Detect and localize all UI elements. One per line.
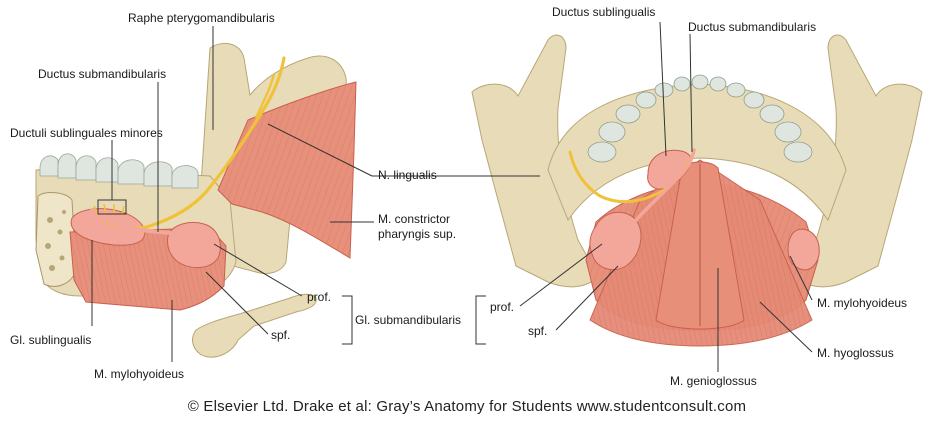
gl-submandibularis-right-view-right <box>787 228 820 271</box>
label-pharyngis-sup: pharyngis sup. <box>378 227 457 241</box>
bracket-left <box>342 295 353 345</box>
left-mandible-view <box>35 42 357 358</box>
label-spf-right: spf. <box>528 324 548 338</box>
n-lingualis-left-branch <box>254 73 276 119</box>
trabecular-bone <box>45 210 66 271</box>
copyright-credit: © Elsevier Ltd. Drake et al: Gray’s Anat… <box>187 398 747 415</box>
leader-spf-left <box>205 271 269 335</box>
label-prof-left: prof. <box>307 290 332 304</box>
label-m-constrictor: M. constrictor <box>378 212 451 226</box>
label-ductus-sublingualis: Ductus sublingualis <box>552 5 656 19</box>
hyoid-bone <box>192 293 317 358</box>
label-gl-sublingualis: Gl. sublingualis <box>10 333 92 347</box>
right-mandible-view <box>471 34 923 347</box>
leader-mylohyoideus-right <box>789 255 813 301</box>
label-ductus-submandibularis-left: Ductus submandibularis <box>38 67 167 81</box>
label-ductus-submandibularis-right: Ductus submandibularis <box>688 20 817 34</box>
label-prof-right: prof. <box>490 300 515 314</box>
leader-spf-right <box>555 265 619 331</box>
ductuli-sublinguales-minores <box>93 203 125 217</box>
ductus-submandibularis-right-view <box>624 148 696 234</box>
leader-n-lingualis-left <box>267 123 373 177</box>
label-m-genioglossus: M. genioglossus <box>670 374 757 388</box>
leader-prof-left <box>213 243 303 297</box>
label-m-mylohyoideus-left: M. mylohyoideus <box>94 367 185 381</box>
bracket-right <box>475 295 486 345</box>
right-view-ramus-left <box>471 34 599 288</box>
lower-teeth-arch <box>587 74 813 163</box>
label-m-hyoglossus: M. hyoglossus <box>817 346 894 360</box>
ductus-submandibularis-left <box>90 208 192 238</box>
right-view-ramus-right <box>795 34 923 288</box>
label-gl-submandibularis: Gl. submandibularis <box>355 313 462 327</box>
label-m-mylohyoideus-right: M. mylohyoideus <box>817 296 908 310</box>
label-n-lingualis: N. lingualis <box>378 168 437 182</box>
label-ductuli-sublinguales-minores: Ductuli sublinguales minores <box>10 126 163 140</box>
leader-ductus-submandibularis-right <box>689 33 693 153</box>
leader-lines <box>91 21 813 372</box>
mandible-cut-section <box>35 192 77 287</box>
leader-prof-right <box>519 243 603 307</box>
leader-hyoglossus <box>759 301 813 353</box>
leader-ductus-sublingualis <box>659 21 667 157</box>
label-raphe-pterygomandibularis: Raphe pterygomandibularis <box>128 11 275 25</box>
label-spf-left: spf. <box>271 328 291 342</box>
